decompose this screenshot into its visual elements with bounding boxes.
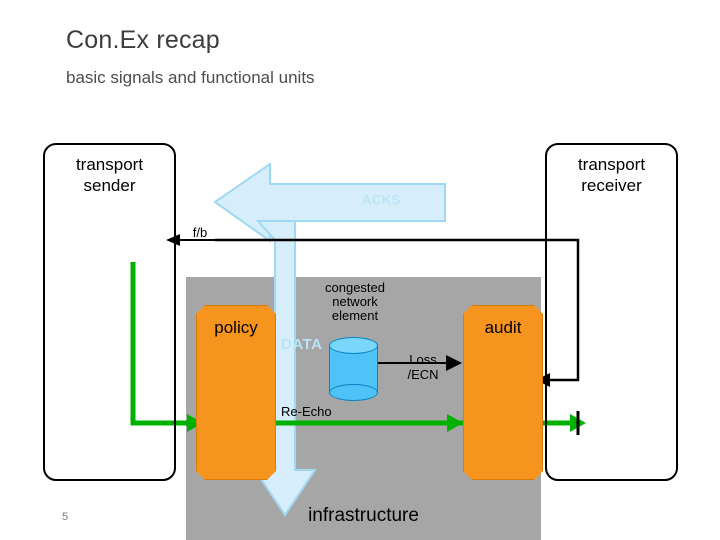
transport-sender-label-line2: sender (83, 176, 136, 195)
loss-label-line1: Loss (409, 352, 437, 367)
loss-ecn-label: Loss /ECN (394, 352, 452, 382)
policy-unit-shape[interactable] (196, 305, 276, 480)
queue-cylinder-top (329, 337, 378, 354)
page-subtitle: basic signals and functional units (66, 68, 315, 87)
loss-ecn-arrow (378, 355, 462, 371)
audit-unit-shape[interactable] (463, 305, 543, 480)
congested-network-element-label: congested network element (300, 281, 410, 323)
acks-block-arrow (213, 162, 446, 243)
page-number: 5 (62, 511, 69, 523)
transport-receiver-label-line1: transport (577, 155, 646, 174)
transport-sender-box[interactable]: transport sender (43, 143, 176, 481)
loss-label-line2: /ECN (407, 367, 439, 382)
feedback-arrow (166, 234, 215, 246)
infrastructure-label: infrastructure (308, 505, 419, 526)
acks-label: ACKS (362, 192, 401, 207)
congested-line2: network (332, 294, 378, 309)
re-echo-label: Re-Echo (281, 404, 332, 419)
re-echo-path (130, 262, 586, 435)
page-title: Con.Ex recap (66, 26, 220, 54)
transport-receiver-label-line2: receiver (581, 176, 642, 195)
policy-label: policy (214, 318, 258, 337)
transport-sender-label-line1: transport (75, 155, 144, 174)
transport-receiver-box[interactable]: transport receiver (545, 143, 678, 481)
feedback-label: f/b (192, 225, 208, 240)
queue-cylinder-bottom (329, 384, 378, 401)
audit-label: audit (484, 318, 522, 337)
congested-line1: congested (325, 280, 385, 295)
congested-line3: element (331, 308, 379, 323)
data-label: DATA (281, 336, 323, 353)
